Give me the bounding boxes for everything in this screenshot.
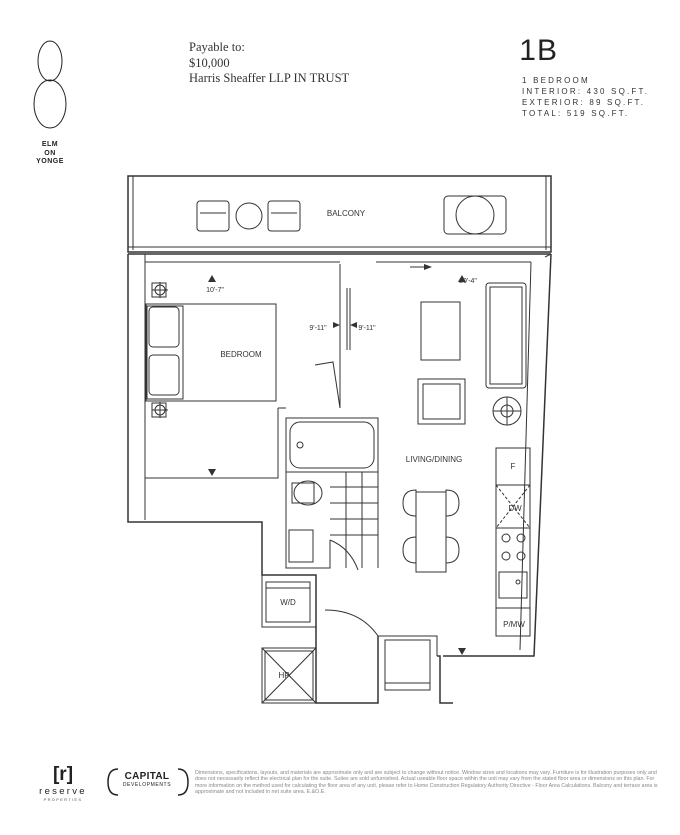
bathroom [285,417,379,571]
brand-line-elm: ELM [41,141,59,148]
entry-door [324,609,438,691]
unit-type: 1 BEDROOM [522,76,590,85]
living-width-dim: 20'-4" [459,278,477,285]
capital-main: CAPITAL [124,771,170,782]
bedroom-walls [145,282,286,479]
utility-area [261,574,317,704]
bedroom-label: BEDROOM [220,350,262,359]
bedroom-width-dim: 10'-7" [206,287,224,294]
payment-info: Payable to: $10,000 Harris Sheaffer LLP … [189,40,349,87]
living-furniture [402,282,527,573]
reserve-word: reserve [39,786,87,797]
unit-exterior: EXTERIOR: 89 SQ.FT. [522,98,646,107]
pmw-label: P/MW [503,620,525,629]
unit-stats: 1 BEDROOM INTERIOR: 430 SQ.FT. EXTERIOR:… [522,75,649,119]
balcony [127,175,552,253]
balcony-label: BALCONY [327,209,366,218]
reserve-logo: [r] reserve PROPERTIES [34,764,92,814]
bedroom-depth-dim: 9'-11" [309,325,327,332]
floor-plan: BALCONY BEDROOM LIVING/DINING W/D HP F D… [127,175,552,704]
kitchen [495,447,531,637]
brand-name: ELM ON YONGE [24,141,76,167]
reserve-sub: PROPERTIES [43,797,83,802]
unit-code: 1B [519,34,558,67]
brand-line-yonge: YONGE [36,158,64,165]
payment-label: Payable to: [189,40,245,54]
bedroom-lamps [152,282,168,418]
capital-logo-frame [107,768,189,796]
disclaimer: Dimensions, specifications, layouts, and… [195,770,658,796]
payment-payee: Harris Sheaffer LLP IN TRUST [189,71,350,85]
dw-label: DW [508,504,522,513]
payment-amount: $10,000 [189,55,230,70]
hp-label: HP [278,671,289,680]
unit-total: TOTAL: 519 SQ.FT. [522,109,630,118]
balcony-furniture [196,195,507,235]
dimension-markers [208,264,466,655]
fridge-label: F [511,462,516,471]
unit-interior: INTERIOR: 430 SQ.FT. [522,87,650,96]
closet-doors [314,264,351,409]
wd-label: W/D [280,598,296,607]
living-label: LIVING/DINING [406,455,462,464]
capital-sub: DEVELOPMENTS [122,782,172,788]
living-depth-dim: 9'-11" [358,325,376,332]
brand-line-on: ON [44,149,56,157]
figure-8-icon [33,40,67,129]
reserve-bracket: [r] [52,764,74,785]
window-lines [144,254,532,651]
capital-logo: CAPITAL DEVELOPMENTS [108,772,186,790]
